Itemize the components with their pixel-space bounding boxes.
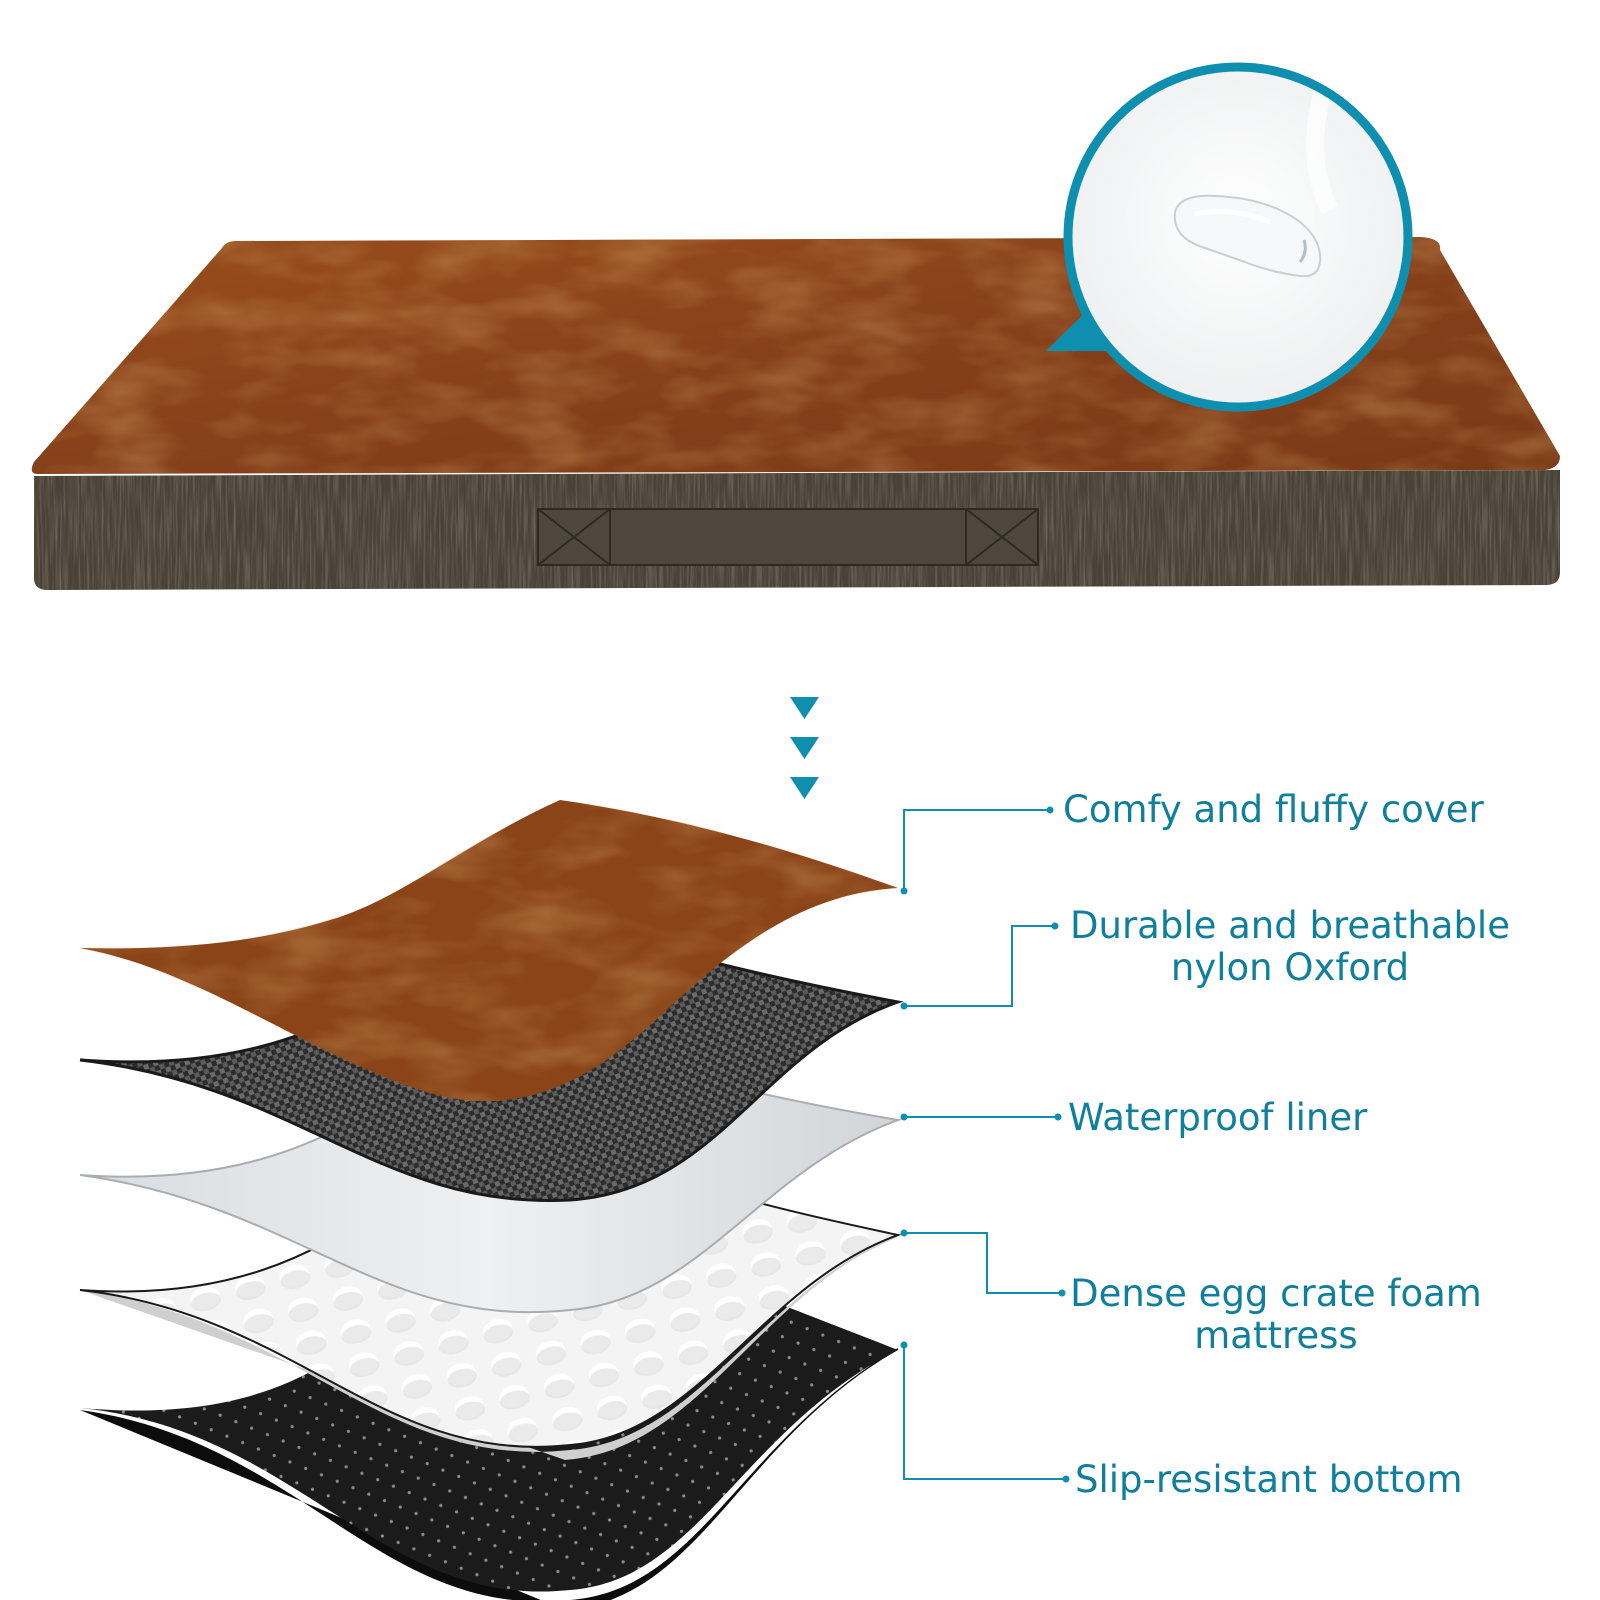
water-droplet-icon <box>1173 194 1322 278</box>
down-arrows <box>790 697 819 799</box>
label-foam: Dense egg crate foam mattress <box>1070 1272 1482 1357</box>
triangle-down-icon <box>790 697 819 719</box>
layer-cover <box>79 798 899 1102</box>
triangle-down-icon <box>790 737 819 759</box>
leader-oxford <box>904 925 1055 1007</box>
label-cover: Comfy and fluffy cover <box>1063 788 1484 831</box>
carry-handle <box>537 508 1039 566</box>
leader-dots <box>900 806 1070 1483</box>
label-oxford: Durable and breathable nylon Oxford <box>1070 904 1510 989</box>
leader-cover <box>903 809 1050 891</box>
leader-foam <box>904 1232 1062 1294</box>
triangle-down-icon <box>790 777 819 799</box>
label-liner: Waterproof liner <box>1068 1096 1368 1139</box>
leader-lines <box>903 809 1066 1480</box>
water-droplet-magnifier-icon <box>1046 62 1413 412</box>
leader-bottom <box>903 1345 1066 1480</box>
label-bottom: Slip-resistant bottom <box>1075 1458 1463 1501</box>
